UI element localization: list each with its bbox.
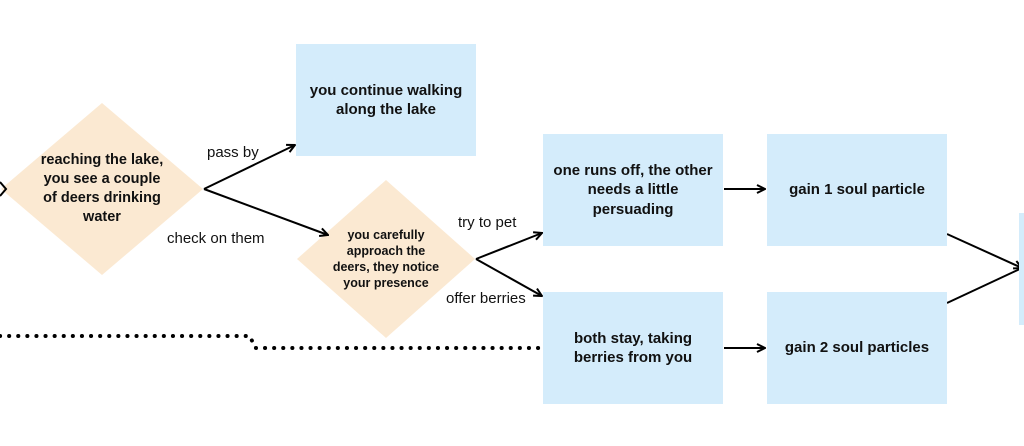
node-reaching-lake: reaching the lake, you see a couple of d… (40, 152, 164, 225)
label-check-on-them: check on them (167, 230, 265, 247)
decision-diamond-approach (297, 180, 475, 338)
node-both-stay: both stay, taking berries from you (543, 292, 723, 404)
label-pass-by: pass by (207, 144, 259, 161)
node-one-runs-off: one runs off, the other needs a little p… (543, 134, 723, 246)
offscreen-box-edge (1019, 213, 1024, 325)
node-gain-1: gain 1 soul particle (767, 134, 947, 246)
label-offer-berries: offer berries (446, 290, 526, 307)
node-gain-2: gain 2 soul particles (767, 292, 947, 404)
edge-check-on-them (203, 188, 328, 235)
edge-gain-1-out (946, 233, 1022, 268)
node-approach-deers: you carefully approach the deers, they n… (332, 227, 440, 291)
edge-gain-2-out (946, 267, 1023, 304)
edge-offer-berries (475, 258, 542, 296)
edge-pass-by (203, 145, 295, 190)
label-try-to-pet: try to pet (458, 214, 517, 231)
edge-try-to-pet (475, 233, 542, 260)
incoming-arrow-tip (0, 181, 8, 197)
dotted-path (0, 334, 542, 350)
node-continue-walking: you continue walking along the lake (296, 44, 476, 156)
decision-diamond-lake (1, 103, 203, 275)
